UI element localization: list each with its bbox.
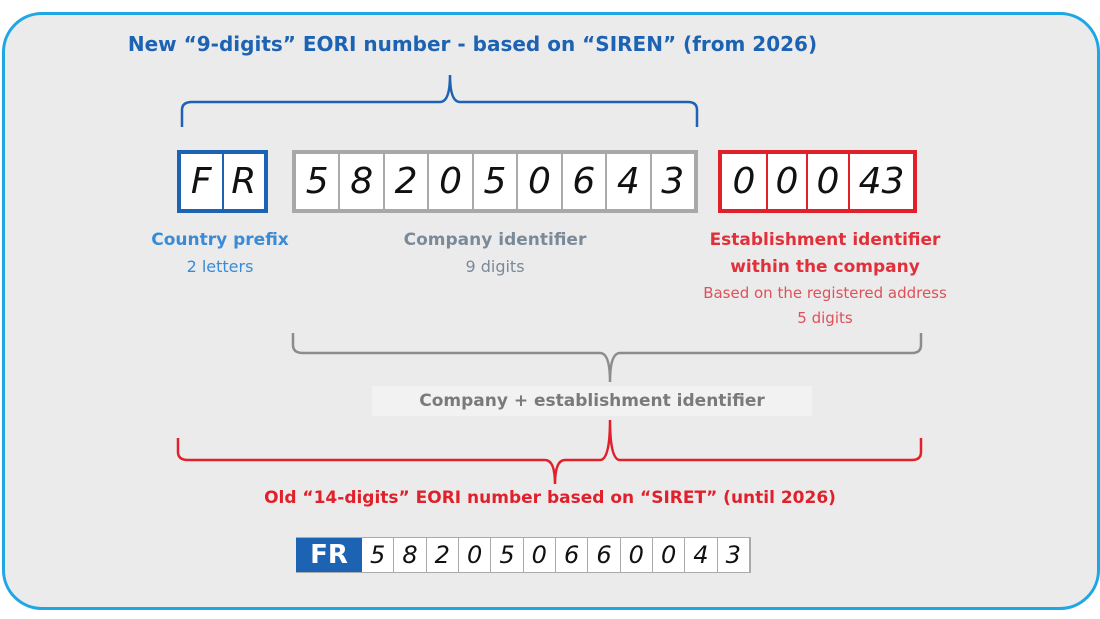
cell: 4 bbox=[607, 154, 652, 209]
cell: 5 bbox=[362, 538, 395, 572]
cell: 2 bbox=[384, 154, 430, 209]
cell: F bbox=[181, 154, 224, 209]
cell: 0 bbox=[458, 538, 492, 572]
cell: 43 bbox=[850, 154, 913, 209]
old-prefix: FR bbox=[296, 538, 362, 572]
establishment-sub-2: 5 digits bbox=[797, 309, 853, 327]
blue-brace bbox=[180, 74, 699, 127]
cell: 3 bbox=[651, 154, 694, 209]
cell: 0 bbox=[652, 538, 686, 572]
company-identifier-box: 5 8 2 0 5 0 6 4 3 bbox=[292, 150, 698, 213]
cell: 5 bbox=[296, 154, 341, 209]
cell: 3 bbox=[717, 538, 750, 572]
cell: 0 bbox=[429, 154, 474, 209]
gray-brace bbox=[291, 333, 923, 383]
country-prefix-sub: 2 letters bbox=[186, 257, 254, 276]
cell: 6 bbox=[562, 154, 608, 209]
red-brace bbox=[176, 419, 923, 485]
establishment-label-1: Establishment identifier bbox=[709, 230, 941, 250]
cell: 2 bbox=[426, 538, 459, 572]
country-prefix-box: F R bbox=[177, 150, 268, 213]
establishment-sub-1: Based on the registered address bbox=[703, 284, 947, 302]
establishment-identifier-box: 0 0 0 43 bbox=[718, 150, 917, 213]
diagram-frame bbox=[2, 12, 1100, 610]
new-eori-title: New “9-digits” EORI number - based on “S… bbox=[127, 32, 818, 56]
cell: 0 bbox=[808, 154, 850, 209]
company-identifier-label: Company identifier bbox=[403, 230, 587, 250]
cell: 0 bbox=[523, 538, 556, 572]
cell: 5 bbox=[491, 538, 524, 572]
cell: 0 bbox=[518, 154, 563, 209]
cell: 0 bbox=[620, 538, 653, 572]
cell: 4 bbox=[685, 538, 718, 572]
cell: 8 bbox=[394, 538, 427, 572]
cell: 6 bbox=[588, 538, 621, 572]
cell: R bbox=[223, 154, 264, 209]
cell: 5 bbox=[473, 154, 519, 209]
old-eori-number: FR 5 8 2 0 5 0 6 6 0 0 4 3 bbox=[296, 537, 751, 573]
cell: 0 bbox=[768, 154, 808, 209]
old-eori-title: Old “14-digits” EORI number based on “SI… bbox=[264, 488, 836, 508]
cell: 6 bbox=[555, 538, 589, 572]
company-identifier-sub: 9 digits bbox=[465, 257, 525, 276]
combined-identifier-label: Company + establishment identifier bbox=[372, 386, 812, 416]
cell: 8 bbox=[340, 154, 385, 209]
establishment-label-2: within the company bbox=[730, 257, 920, 277]
cell: 0 bbox=[722, 154, 768, 209]
country-prefix-label: Country prefix bbox=[151, 230, 289, 250]
